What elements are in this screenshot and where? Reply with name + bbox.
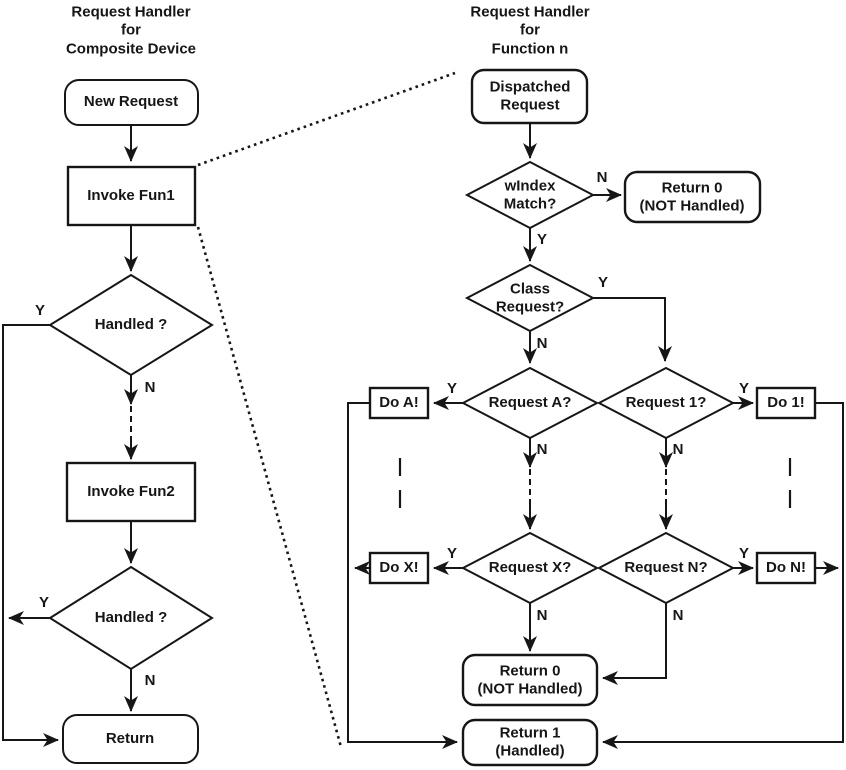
handled2-shape <box>48 565 214 671</box>
class-request-shape <box>464 263 596 333</box>
do-n-shape <box>755 551 817 585</box>
edge-class-yes <box>593 297 672 362</box>
return-shape <box>62 714 199 764</box>
dispatched-request-shape <box>470 68 589 125</box>
request-n-shape <box>596 531 736 605</box>
request-x-shape <box>460 531 600 605</box>
request-1-shape <box>596 366 736 440</box>
edge-requestn-no <box>602 603 667 685</box>
right-rail <box>602 402 844 749</box>
request-a-shape <box>460 366 600 440</box>
continuation-marks <box>398 458 792 508</box>
left-rail <box>347 402 458 749</box>
handled1-shape <box>48 273 214 377</box>
zoom-dotted-top <box>197 71 456 167</box>
do-1-shape <box>755 386 817 420</box>
windex-match-shape <box>464 160 596 230</box>
return0-top-shape <box>623 170 762 224</box>
do-x-shape <box>368 551 430 585</box>
invoke-fun2-shape <box>65 461 197 523</box>
return0-bottom-shape <box>461 653 599 707</box>
invoke-fun1-shape <box>66 165 197 227</box>
zoom-dotted-bottom <box>196 226 343 748</box>
return1-shape <box>461 718 599 767</box>
edge-handled1-yes-rail <box>2 324 59 747</box>
do-a-shape <box>368 386 430 420</box>
new-request-shape <box>64 79 199 126</box>
